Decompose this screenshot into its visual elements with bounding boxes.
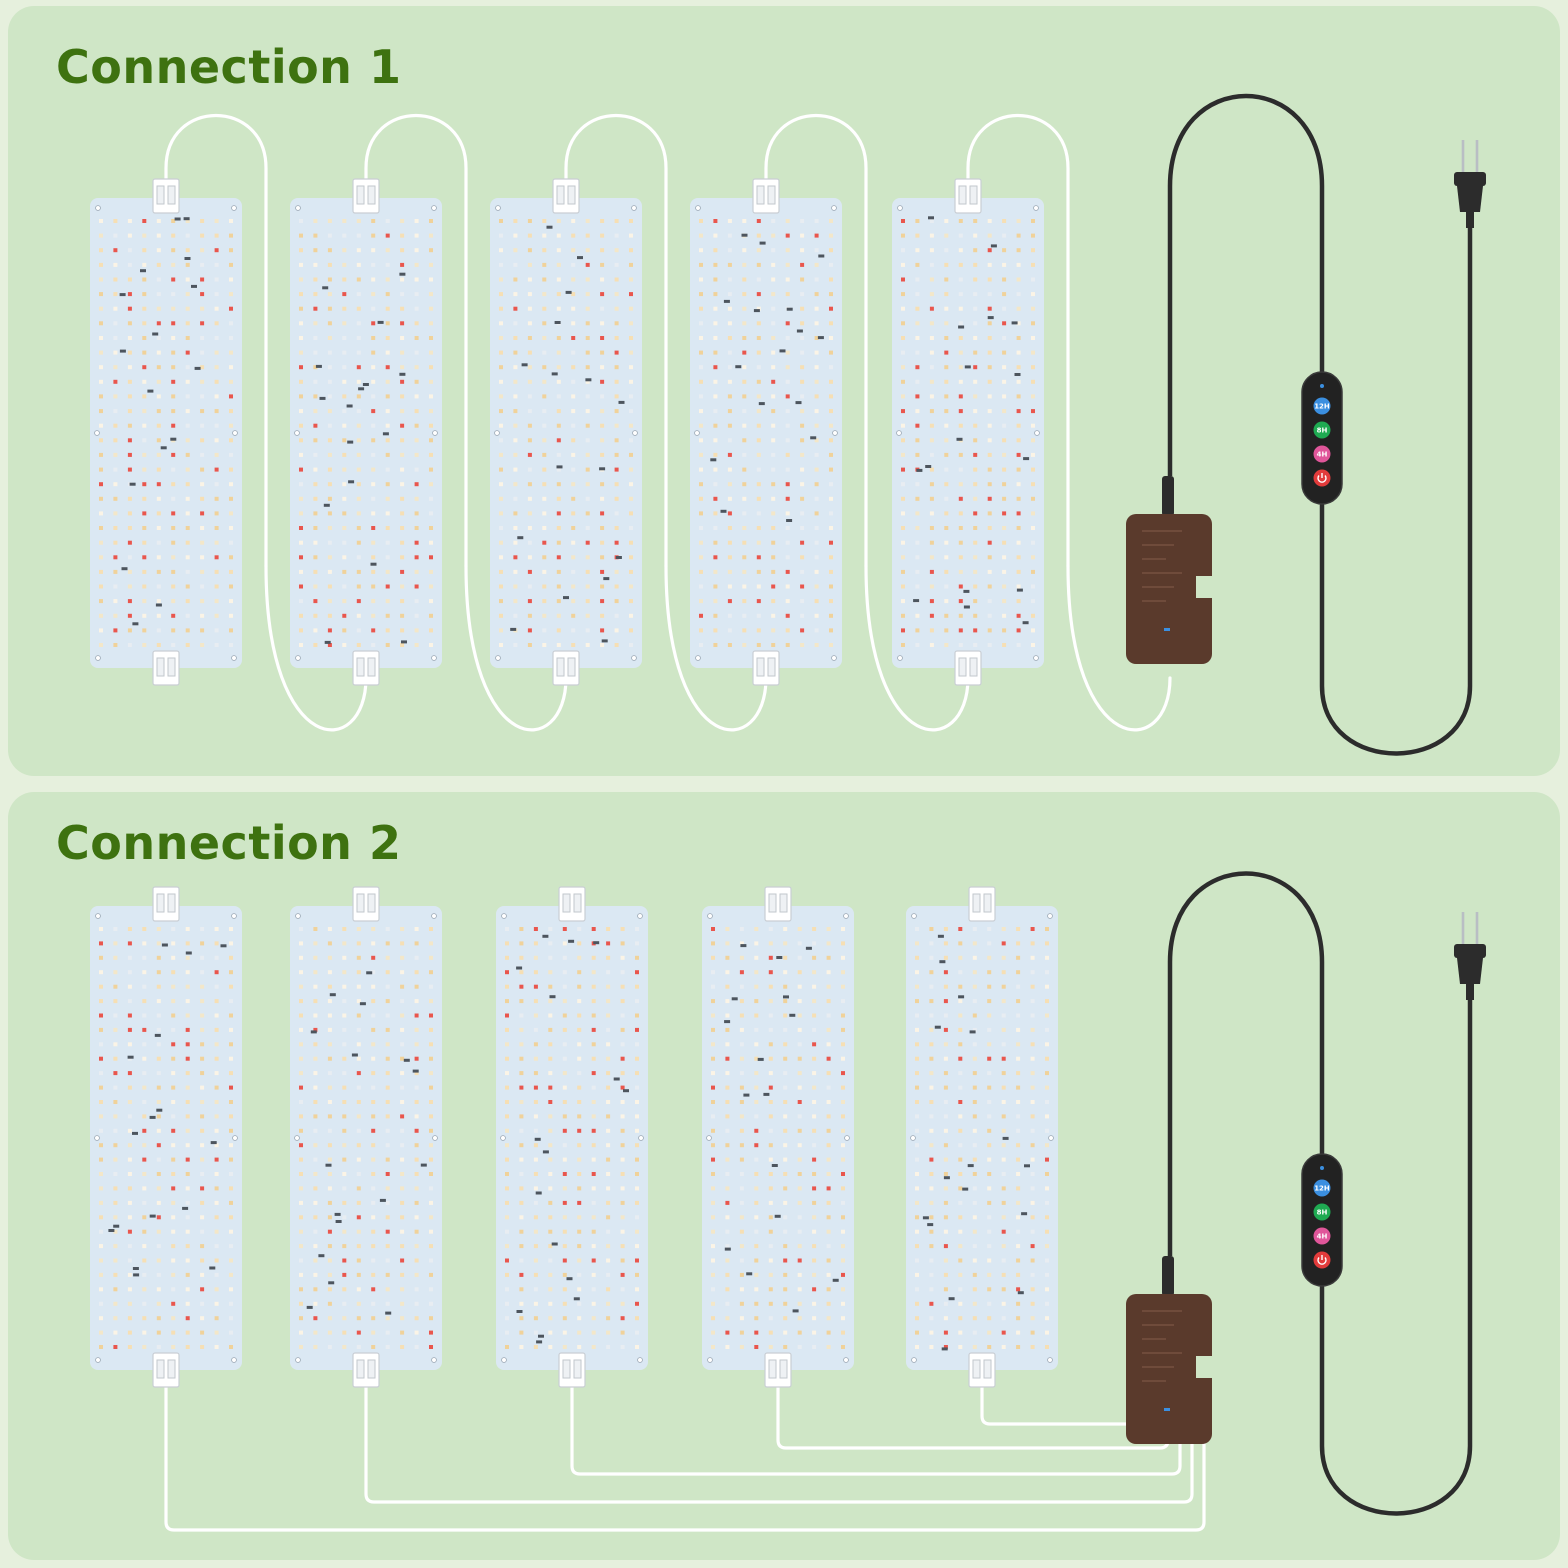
bottom-connector	[954, 650, 982, 686]
top-loop-cable	[364, 113, 468, 568]
led-grid	[915, 927, 1049, 1351]
led-panel-3	[496, 906, 648, 1370]
led-panel-5	[906, 906, 1058, 1370]
cord-segment	[1319, 216, 1473, 756]
bottom-connector	[558, 1352, 586, 1388]
timer-controller: 12H 8H 4H	[1301, 371, 1343, 505]
top-connector	[152, 178, 180, 214]
bottom-connector	[352, 650, 380, 686]
power-plug	[1454, 140, 1486, 228]
led-panel-4	[702, 906, 854, 1370]
bottom-connector	[752, 650, 780, 686]
connection-1-panel: Connection 1 12H 8H 4H	[8, 6, 1560, 776]
driver-indicator	[1164, 1408, 1170, 1411]
led-panel-5	[892, 198, 1044, 668]
status-led	[1320, 384, 1324, 388]
top-connector	[558, 886, 586, 922]
top-loop-cable	[764, 113, 868, 568]
driver-indicator	[1164, 628, 1170, 631]
bottom-connector	[352, 1352, 380, 1388]
bottom-connector	[764, 1352, 792, 1388]
bottom-loop-cable	[864, 564, 970, 732]
led-panel-1	[90, 906, 242, 1370]
led-grid	[505, 927, 639, 1349]
led-grid	[299, 927, 433, 1349]
top-loop-cable	[164, 113, 268, 568]
top-connector	[752, 178, 780, 214]
bottom-loop-cable	[464, 564, 568, 732]
driver-box	[1126, 1256, 1212, 1444]
led-grid	[699, 219, 833, 647]
panel-1-cable	[164, 1352, 1206, 1532]
driver-notch	[1196, 576, 1212, 598]
timer-4h-button: 4H	[1313, 445, 1331, 463]
power-cord	[1167, 871, 1473, 1516]
cord-segment	[1319, 988, 1473, 1516]
top-connector	[552, 178, 580, 214]
power-plug	[1454, 912, 1486, 1000]
top-loop-cable	[564, 113, 668, 568]
timer-8h-button: 8H	[1313, 421, 1331, 439]
power-icon	[1317, 1255, 1327, 1265]
bottom-loop-cable	[264, 564, 368, 732]
cord-segment	[1167, 93, 1325, 476]
timer-label: 12H	[1314, 403, 1330, 411]
status-led	[1320, 1166, 1324, 1170]
top-connector	[968, 886, 996, 922]
top-connector	[352, 886, 380, 922]
timer-label: 4H	[1317, 1233, 1328, 1241]
power-button	[1313, 469, 1331, 487]
timer-label: 8H	[1317, 427, 1328, 435]
power-button	[1313, 1251, 1331, 1269]
timer-12h-button: 12H	[1313, 397, 1331, 415]
timer-label: 8H	[1317, 1209, 1328, 1217]
driver-notch	[1196, 1356, 1212, 1378]
bottom-connector	[552, 650, 580, 686]
timer-4h-button: 4H	[1313, 1227, 1331, 1245]
led-panel-3	[490, 198, 642, 668]
connection-1-title: Connection 1	[56, 40, 402, 94]
timer-controller: 12H 8H 4H	[1301, 1153, 1343, 1287]
panel-2-cable	[364, 1352, 1194, 1504]
top-loop-cable	[966, 113, 1070, 568]
led-panel-2	[290, 198, 442, 668]
top-connector	[152, 886, 180, 922]
bottom-loop-cable	[1066, 564, 1172, 732]
power-cord	[1167, 93, 1473, 756]
bottom-connector	[152, 1352, 180, 1388]
driver-box	[1126, 476, 1212, 664]
connection-2-panel: Connection 2 12H 8H 4H	[8, 792, 1560, 1560]
power-icon	[1317, 473, 1327, 483]
cord-segment	[1167, 871, 1325, 1256]
led-grid	[901, 216, 1035, 647]
led-grid	[299, 219, 433, 647]
connection-2-diagram: 12H 8H 4H	[90, 871, 1486, 1532]
top-connector	[954, 178, 982, 214]
led-grid	[99, 927, 233, 1349]
top-connector	[352, 178, 380, 214]
connection-2-title: Connection 2	[56, 816, 402, 870]
led-panel-4	[690, 198, 842, 668]
driver-plug	[1162, 1256, 1174, 1296]
driver-plug	[1162, 476, 1174, 516]
led-grid	[99, 217, 233, 647]
parallel-cables	[164, 1352, 1206, 1532]
top-connector	[764, 886, 792, 922]
led-grid	[711, 927, 845, 1349]
led-grid	[499, 219, 633, 647]
daisy-chain-cables	[164, 113, 1172, 732]
bottom-loop-cable	[664, 564, 768, 732]
panel-3-cable	[570, 1352, 1182, 1476]
led-panel-2	[290, 906, 442, 1370]
timer-label: 4H	[1317, 451, 1328, 459]
led-panel-1	[90, 198, 242, 668]
timer-label: 12H	[1314, 1185, 1330, 1193]
bottom-connector	[152, 650, 180, 686]
timer-12h-button: 12H	[1313, 1179, 1331, 1197]
bottom-connector	[968, 1352, 996, 1388]
timer-8h-button: 8H	[1313, 1203, 1331, 1221]
connection-1-diagram: 12H 8H 4H	[90, 93, 1486, 756]
